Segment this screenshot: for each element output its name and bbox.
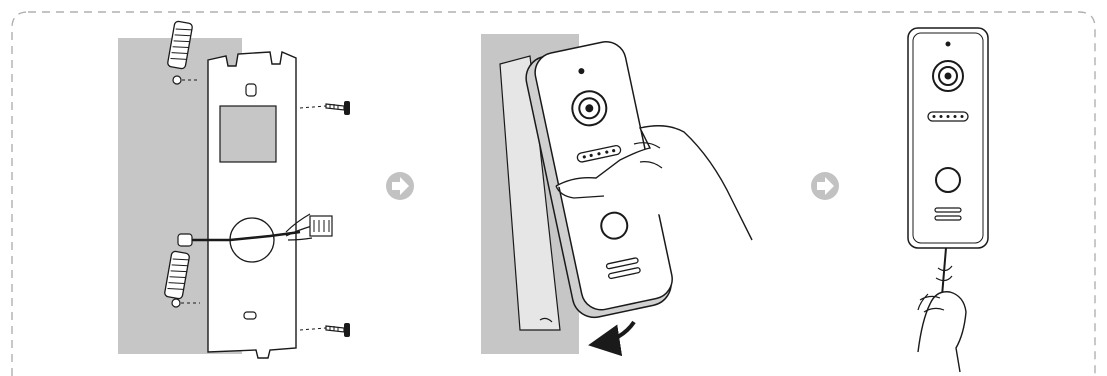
doorbell-unit-icon	[908, 28, 988, 248]
rotate-arrow-icon	[596, 322, 634, 344]
arrow-right-circle-icon	[386, 172, 414, 200]
step-3-secure-screw	[908, 28, 988, 372]
hand-icon	[918, 292, 966, 372]
screwdriver-icon	[936, 248, 952, 296]
arrow-right-circle-icon	[811, 172, 839, 200]
screw-icon	[300, 101, 350, 115]
step-2-attach-unit	[481, 34, 752, 354]
mounting-plate-icon	[208, 52, 296, 358]
screw-icon	[300, 323, 350, 337]
step-1-mount-plate	[118, 21, 350, 358]
